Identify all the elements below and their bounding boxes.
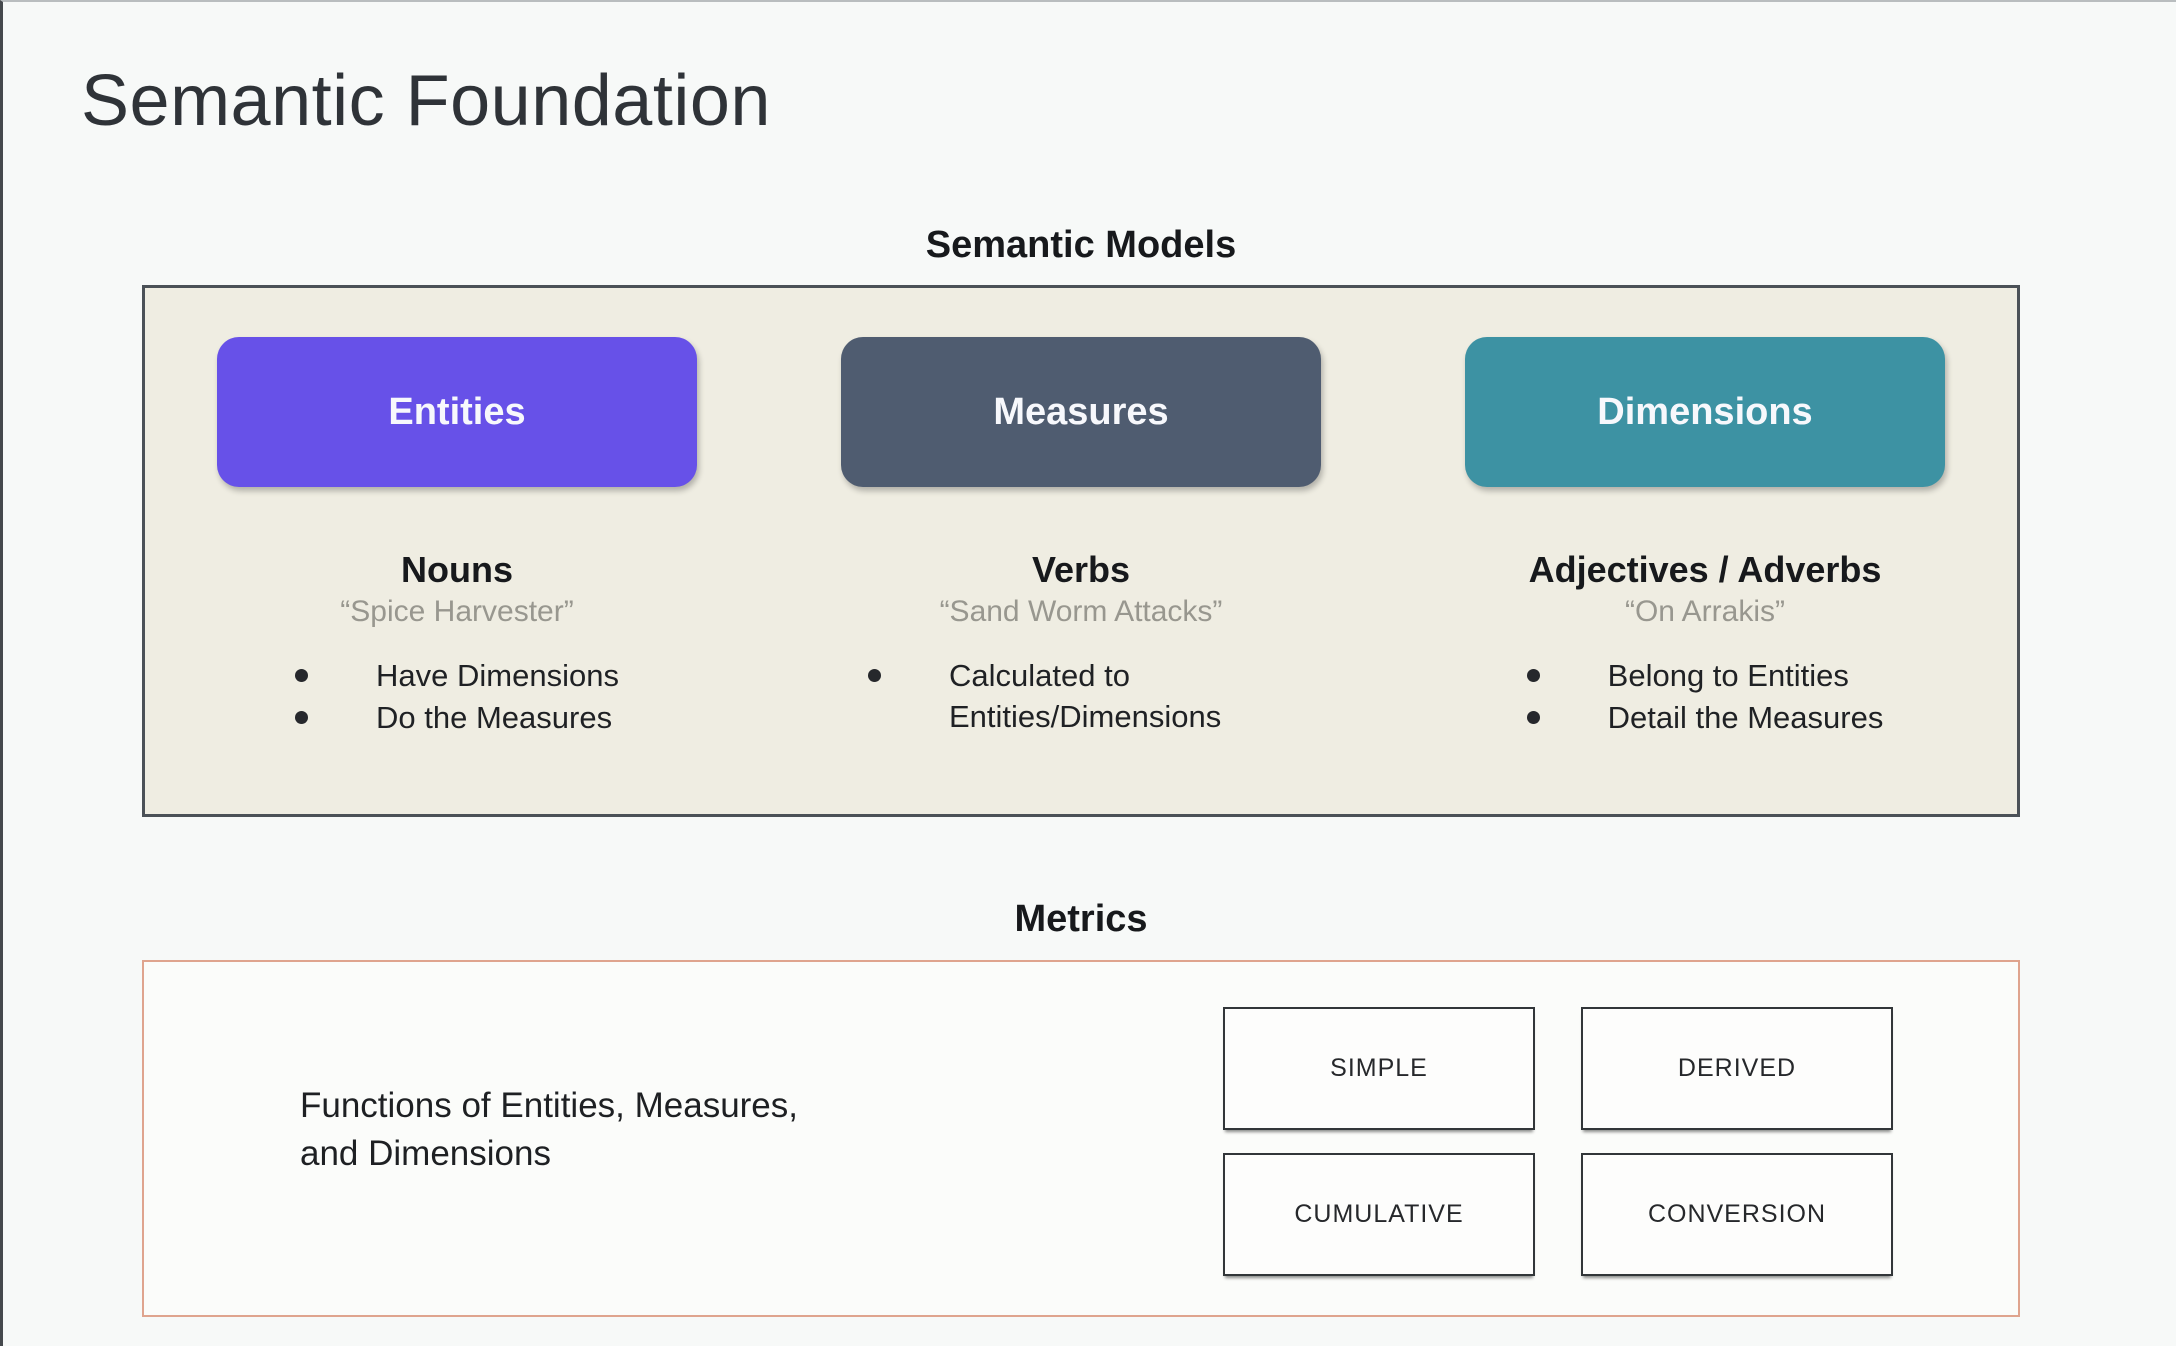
entities-pill: Entities	[217, 337, 697, 487]
measures-role-heading: Verbs	[1031, 549, 1131, 590]
bullet-text: Have Dimensions	[376, 658, 619, 693]
bullet-dot-icon	[295, 711, 309, 724]
metrics-description-line1: Functions of Entities, Measures,	[300, 1086, 798, 1125]
bullet-dot-icon	[295, 669, 309, 682]
metrics-description-line2: and Dimensions	[300, 1134, 551, 1173]
bullet-text: Do the Measures	[376, 700, 613, 735]
entities-quote: “Spice Harvester”	[340, 595, 574, 628]
bullet-item: Do the Measures	[295, 697, 619, 738]
measures-pill: Measures	[841, 337, 1321, 487]
bullet-dot-icon	[1526, 711, 1540, 724]
metric-box-simple: SIMPLE	[1223, 1007, 1535, 1130]
bullet-dot-icon	[868, 669, 881, 682]
bullet-item: Have Dimensions	[295, 655, 619, 696]
metric-types-grid: SIMPLE DERIVED CUMULATIVE CONVERSION	[1223, 1007, 1893, 1276]
measures-bullet-list: Calculated to Entities/Dimensions	[868, 655, 1294, 737]
dimensions-quote: “On Arrakis”	[1624, 595, 1786, 628]
dimensions-role-heading: Adjectives / Adverbs	[1528, 549, 1882, 590]
entities-role-heading: Nouns	[401, 549, 513, 590]
dimensions-pill: Dimensions	[1465, 337, 1945, 487]
entities-bullet-list: Have Dimensions Do the Measures	[295, 655, 619, 738]
bullet-item: Detail the Measures	[1526, 697, 1884, 738]
metrics-heading: Metrics	[1014, 898, 1148, 940]
semantic-models-heading: Semantic Models	[925, 224, 1237, 266]
metric-box-cumulative: CUMULATIVE	[1223, 1153, 1535, 1276]
bullet-dot-icon	[1526, 669, 1540, 682]
bullet-item: Belong to Entities	[1526, 655, 1884, 696]
metrics-description: Functions of Entities, Measures, and Dim…	[300, 1082, 798, 1178]
metric-box-conversion: CONVERSION	[1581, 1153, 1893, 1276]
bullet-item: Calculated to Entities/Dimensions	[868, 655, 1294, 737]
bullet-text: Detail the Measures	[1607, 700, 1884, 735]
metrics-panel: Functions of Entities, Measures, and Dim…	[142, 960, 2020, 1317]
bullet-text: Belong to Entities	[1607, 658, 1849, 693]
bullet-text: Calculated to Entities/Dimensions	[949, 658, 1222, 734]
page-title: Semantic Foundation	[81, 61, 771, 141]
metric-box-derived: DERIVED	[1581, 1007, 1893, 1130]
measures-quote: “Sand Worm Attacks”	[939, 595, 1223, 628]
